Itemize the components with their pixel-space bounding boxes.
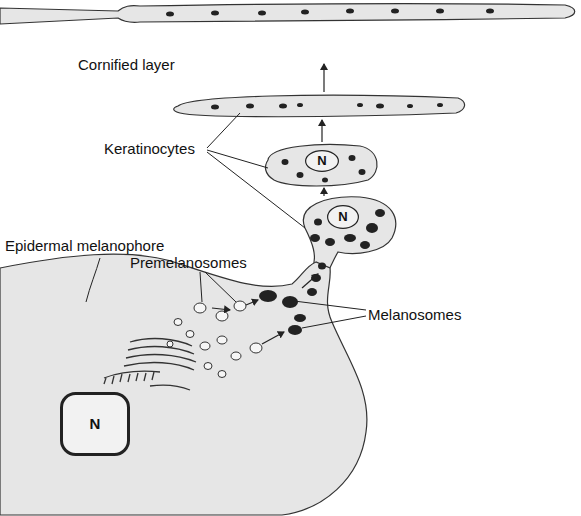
nucleus: N <box>305 150 339 172</box>
part-label: Melanosomes <box>368 306 461 324</box>
nucleus-shape <box>328 206 359 229</box>
nucleus-letter: N <box>317 154 326 168</box>
nucleus: N <box>60 392 130 456</box>
nucleus-letter: N <box>338 210 347 224</box>
part-label: Premelanosomes <box>130 254 247 272</box>
nucleus: N <box>327 205 359 229</box>
part-label: Epidermal melanophore <box>5 237 164 255</box>
part-label: Keratinocytes <box>104 140 195 158</box>
nucleus-shape <box>62 394 129 455</box>
nucleus-shape <box>306 151 339 172</box>
part-label: Cornified layer <box>78 56 175 74</box>
nucleus-letter: N <box>90 417 101 431</box>
